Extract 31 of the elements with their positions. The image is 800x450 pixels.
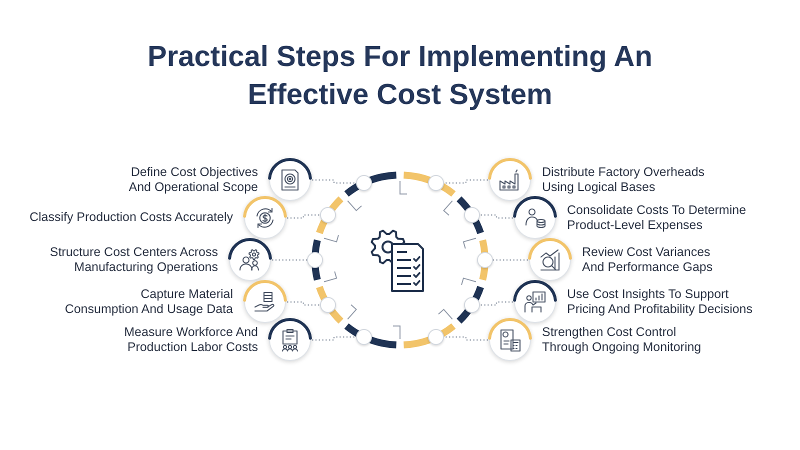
step-label: Capture Material Consumption And Usage Data xyxy=(64,286,233,318)
junction-dot xyxy=(464,207,480,223)
junction-dot xyxy=(356,175,372,191)
connector-line xyxy=(312,179,356,184)
junction-dot xyxy=(428,329,444,345)
junction-dot xyxy=(477,252,493,268)
step-label: Consolidate Costs To Determine Product-Level Expenses xyxy=(567,202,748,234)
junction-dot xyxy=(356,329,372,345)
junction-dot xyxy=(464,297,480,313)
connector-line xyxy=(312,336,356,341)
step-label: Measure Workforce And Production Labor Costs xyxy=(123,324,258,356)
step-label: Classify Production Costs Accurately xyxy=(28,210,233,226)
junction-dot xyxy=(428,175,444,191)
step-label: Define Cost Objectives And Operational Scope xyxy=(128,164,258,196)
step-label: Review Cost Variances And Performance Gaps xyxy=(582,244,714,276)
step-label: Strengthen Cost Control Through Ongoing Monitoring xyxy=(542,324,702,356)
connector-line xyxy=(493,259,528,261)
step-label: Structure Cost Centers Across Manufacturing Operations xyxy=(48,244,218,276)
junction-dot xyxy=(320,297,336,313)
connector-line xyxy=(444,336,488,341)
junction-dot xyxy=(307,252,323,268)
connector-line xyxy=(444,179,488,184)
step-label: Use Cost Insights To Support Pricing And Profitability Decisions xyxy=(567,286,754,318)
connector-line xyxy=(287,301,320,306)
connector-line xyxy=(272,259,307,261)
connector-line xyxy=(480,214,513,219)
step-label: Distribute Factory Overheads Using Logical Bases xyxy=(542,164,706,196)
connector-line xyxy=(287,214,320,219)
connector-line xyxy=(480,301,513,306)
junction-dot xyxy=(320,207,336,223)
title: Practical Steps For Implementing An Effective Cost System xyxy=(146,40,654,113)
